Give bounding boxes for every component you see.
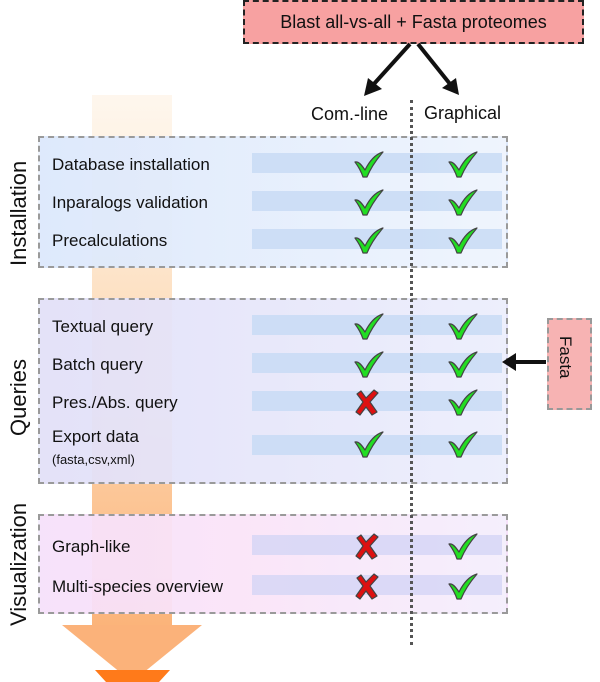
row-band bbox=[252, 315, 502, 335]
check-icon bbox=[446, 350, 480, 378]
check-icon bbox=[446, 188, 480, 216]
feature-label: Multi-species overview bbox=[52, 577, 223, 596]
check-icon bbox=[446, 388, 480, 416]
row-band bbox=[252, 575, 502, 595]
row-band bbox=[252, 353, 502, 373]
feature-label: Textual query bbox=[52, 317, 154, 336]
row-band bbox=[252, 191, 502, 211]
section-visualization bbox=[38, 514, 508, 614]
input-box: Blast all-vs-all + Fasta proteomes bbox=[243, 0, 584, 44]
check-icon bbox=[352, 350, 386, 378]
cross-icon bbox=[352, 388, 386, 416]
section-queries bbox=[38, 298, 508, 484]
check-icon bbox=[352, 150, 386, 178]
check-icon bbox=[446, 572, 480, 600]
check-icon bbox=[352, 226, 386, 254]
top-branch-arrows bbox=[364, 42, 459, 96]
column-header-cmdline: Com.-line bbox=[311, 104, 389, 124]
check-icon bbox=[446, 150, 480, 178]
feature-sublabel: (fasta,csv,xml) bbox=[52, 452, 135, 467]
feature-label: Pres./Abs. query bbox=[52, 393, 178, 412]
column-header-graphical: Graphical bbox=[424, 103, 502, 123]
check-icon bbox=[446, 226, 480, 254]
feature-label: Export data bbox=[52, 427, 139, 446]
section-installation bbox=[38, 136, 508, 268]
check-icon bbox=[446, 532, 480, 560]
check-icon bbox=[446, 312, 480, 340]
feature-label: Precalculations bbox=[52, 231, 168, 250]
check-icon bbox=[352, 430, 386, 458]
row-band bbox=[252, 229, 502, 249]
fasta-label: Fasta bbox=[556, 336, 575, 379]
row-band bbox=[252, 391, 502, 411]
check-icon bbox=[352, 312, 386, 340]
feature-label: Inparalogs validation bbox=[52, 193, 208, 212]
row-band bbox=[252, 535, 502, 555]
row-band bbox=[252, 435, 502, 455]
feature-label: Batch query bbox=[52, 355, 143, 374]
section-label-installation: Installation bbox=[6, 160, 31, 266]
column-divider bbox=[410, 100, 413, 645]
flow-arrow-head bbox=[95, 670, 170, 682]
feature-label: Database installation bbox=[52, 155, 210, 174]
check-icon bbox=[352, 188, 386, 216]
cross-icon bbox=[352, 572, 386, 600]
section-label-queries: Queries bbox=[6, 358, 31, 436]
fasta-input-box bbox=[547, 318, 592, 410]
check-icon bbox=[446, 430, 480, 458]
section-label-visualization: Visualization bbox=[6, 502, 31, 626]
feature-label: Graph-like bbox=[52, 537, 131, 556]
cross-icon bbox=[352, 532, 386, 560]
fasta-arrow bbox=[502, 353, 546, 371]
input-box-label: Blast all-vs-all + Fasta proteomes bbox=[280, 11, 547, 32]
row-band bbox=[252, 153, 502, 173]
